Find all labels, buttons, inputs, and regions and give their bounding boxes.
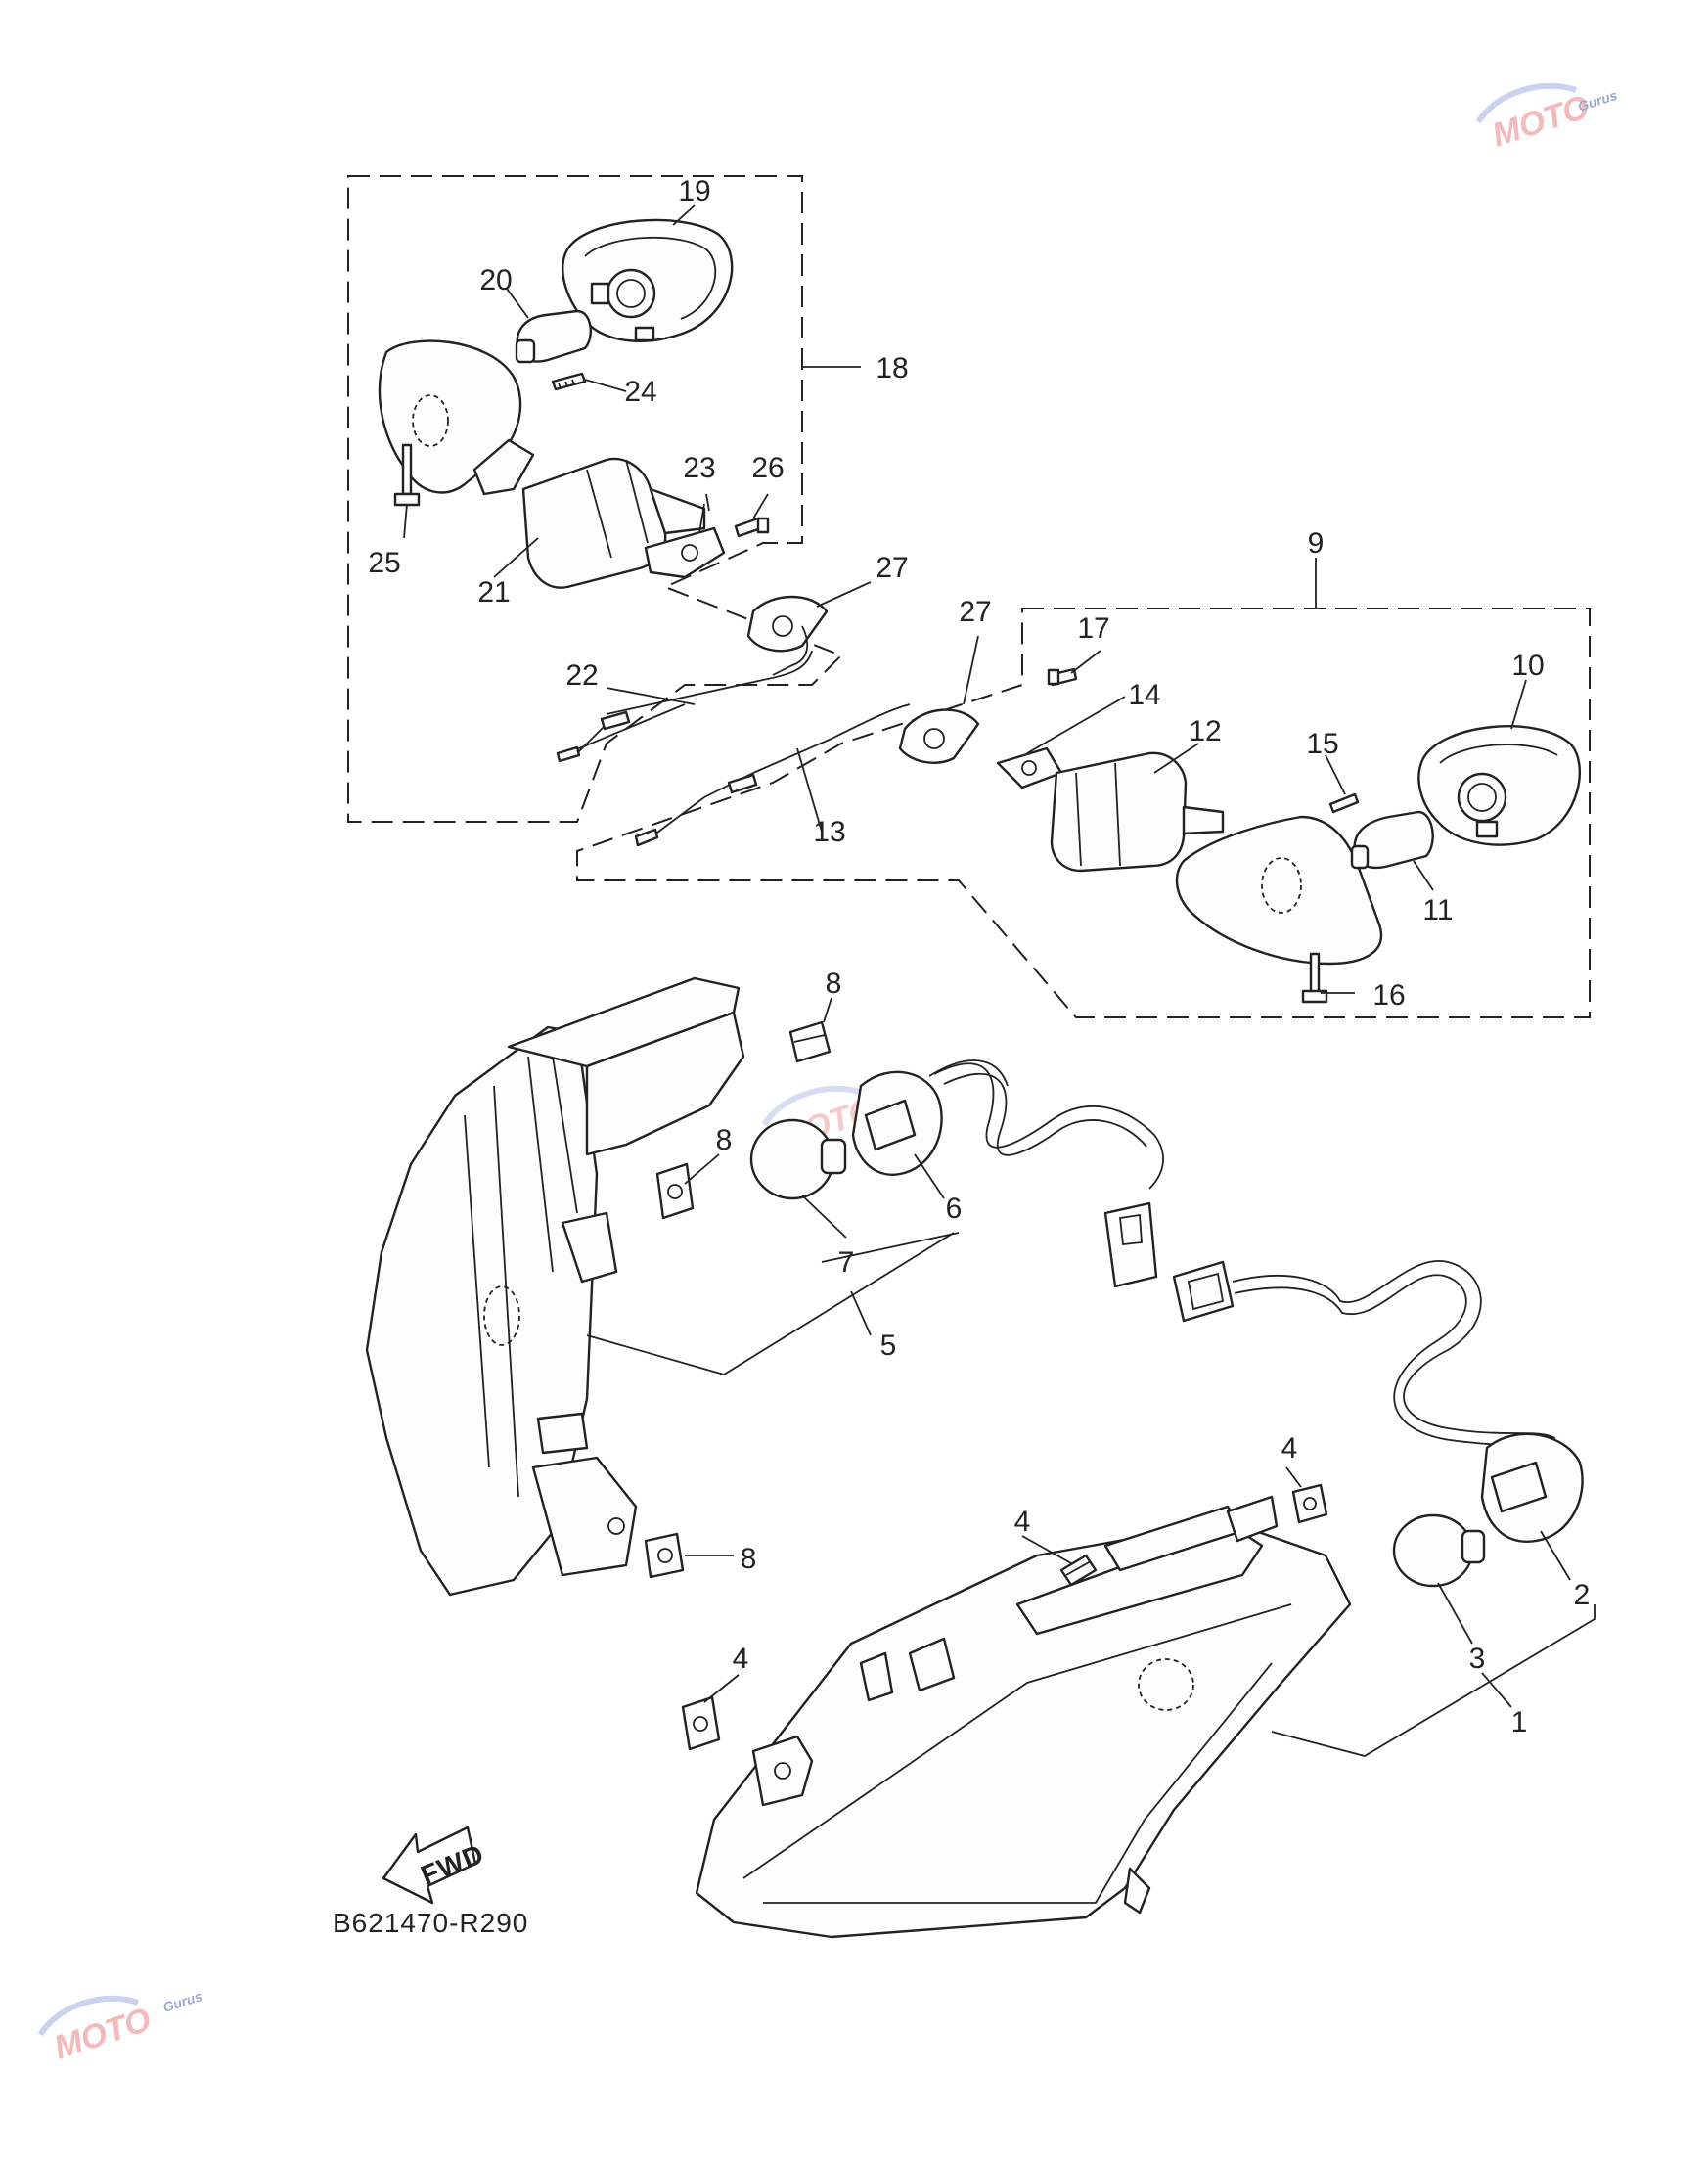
callout-19[interactable]: 19	[678, 175, 710, 207]
part-21-stalk	[521, 457, 706, 589]
group-18-outline	[347, 175, 843, 823]
callout-1[interactable]: 1	[1511, 1706, 1528, 1738]
callout-6[interactable]: 6	[946, 1193, 963, 1225]
callout-25[interactable]: 25	[368, 547, 400, 579]
part-10-lens	[1417, 725, 1582, 846]
callout-26[interactable]: 26	[751, 452, 784, 484]
part-17-bolt	[1047, 667, 1078, 687]
part-4-clip-middle	[1059, 1554, 1098, 1587]
part-7-bulb	[749, 1118, 847, 1200]
part-6-socket	[851, 1059, 1009, 1176]
group-9-outline	[576, 608, 1591, 1018]
front-wire-harness	[933, 1062, 1558, 1454]
part-14-bracket	[996, 746, 1063, 789]
watermark-top-right: MOTO Gurus	[1475, 82, 1619, 155]
drawing-code: B621470-R290	[333, 1908, 528, 1938]
callout-21[interactable]: 21	[477, 576, 510, 609]
callout-12[interactable]: 12	[1189, 715, 1221, 747]
part-24-screw	[551, 372, 587, 391]
callout-24[interactable]: 24	[624, 376, 656, 408]
callout-7[interactable]: 7	[838, 1246, 855, 1279]
callout-5[interactable]: 5	[880, 1330, 897, 1362]
callout-15[interactable]: 15	[1306, 728, 1338, 760]
callout-11[interactable]: 11	[1422, 894, 1453, 926]
callout-9[interactable]: 9	[1308, 527, 1325, 560]
callout-10[interactable]: 10	[1511, 650, 1544, 682]
callout-23[interactable]: 23	[683, 452, 715, 484]
watermark-bottom-left: MOTO Gurus	[37, 1988, 204, 2067]
part-22-wire	[556, 650, 813, 763]
callout-4-bottom[interactable]: 4	[733, 1643, 749, 1675]
fwd-arrow-icon	[382, 1826, 477, 1905]
part-20-bulb	[515, 309, 593, 364]
part-2-socket	[1480, 1432, 1584, 1543]
part-27-grommet-upper	[746, 595, 829, 676]
part-15-screw	[1328, 792, 1360, 814]
callout-8-middle[interactable]: 8	[716, 1124, 733, 1156]
part-18-housing	[378, 339, 535, 496]
callout-8-top[interactable]: 8	[826, 968, 842, 1000]
callout-27-lower[interactable]: 27	[959, 596, 991, 628]
leader-lines	[403, 204, 1596, 1757]
part-4-clip-bottom	[681, 1695, 814, 1807]
callout-20[interactable]: 20	[479, 264, 512, 296]
part-27-grommet-lower	[898, 708, 980, 764]
part-12-stalk	[1050, 751, 1225, 873]
callout-3[interactable]: 3	[1469, 1643, 1486, 1675]
callout-4-middle[interactable]: 4	[1014, 1506, 1031, 1538]
callout-2[interactable]: 2	[1574, 1579, 1591, 1611]
part-8-clip-bottom	[644, 1532, 685, 1579]
callout-27-upper[interactable]: 27	[876, 552, 908, 584]
callout-4-top[interactable]: 4	[1281, 1432, 1298, 1465]
callout-13[interactable]: 13	[813, 816, 845, 848]
watermark-sub: Gurus	[160, 1988, 203, 2015]
part-26-bolt	[734, 517, 770, 538]
part-25-screw	[393, 443, 421, 507]
callout-17[interactable]: 17	[1077, 612, 1109, 645]
part-9-housing	[1175, 815, 1383, 966]
callout-8-bottom[interactable]: 8	[741, 1543, 757, 1575]
part-8-clip-middle	[655, 1162, 695, 1220]
part-23-bracket	[644, 503, 726, 579]
part-1-housing	[695, 1505, 1352, 1939]
part-11-bulb	[1350, 810, 1434, 870]
part-8-clip-top	[788, 1020, 832, 1063]
part-4-clip-top	[1226, 1483, 1328, 1543]
callout-16[interactable]: 16	[1372, 979, 1405, 1012]
callouts: 19 20 24 18 23 26 25 21 27 22 9 27 10 17…	[368, 175, 1590, 1738]
part-13-wire	[634, 703, 911, 847]
part-3-bulb	[1392, 1513, 1486, 1588]
callout-18[interactable]: 18	[876, 352, 908, 384]
callout-14[interactable]: 14	[1128, 679, 1160, 711]
part-5-housing	[365, 976, 745, 1597]
callout-22[interactable]: 22	[565, 659, 598, 692]
fwd-arrow[interactable]: FWD	[382, 1826, 488, 1905]
